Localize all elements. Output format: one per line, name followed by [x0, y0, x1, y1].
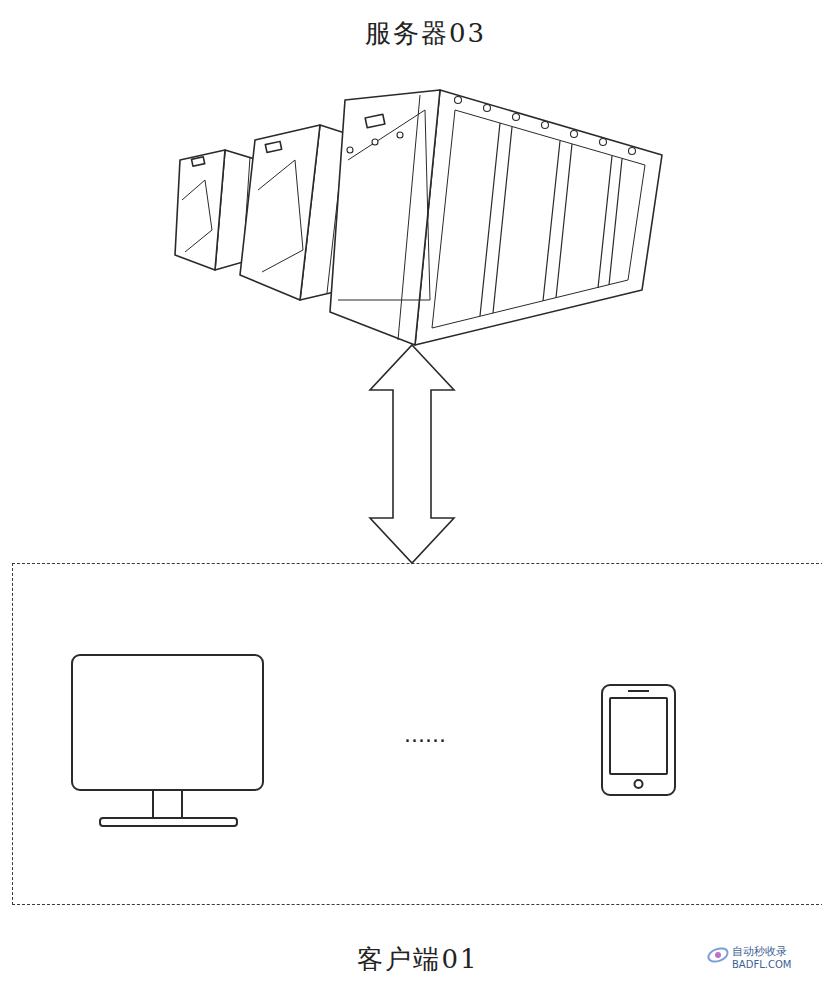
server-illustration — [175, 90, 662, 345]
watermark-text: BADFL.COM — [732, 959, 791, 970]
ellipsis-label: ...... — [404, 722, 446, 747]
double-arrow — [370, 345, 454, 563]
node-heading: 客户端01 — [13, 942, 822, 977]
phone-icon — [602, 685, 675, 795]
monitor-icon — [72, 655, 263, 826]
watermark-logo — [707, 946, 730, 964]
server-node: 服务器03 — [170, 8, 681, 345]
node-heading: 服务器03 — [170, 16, 681, 51]
watermark-text: 自动秒收录 — [732, 944, 787, 959]
